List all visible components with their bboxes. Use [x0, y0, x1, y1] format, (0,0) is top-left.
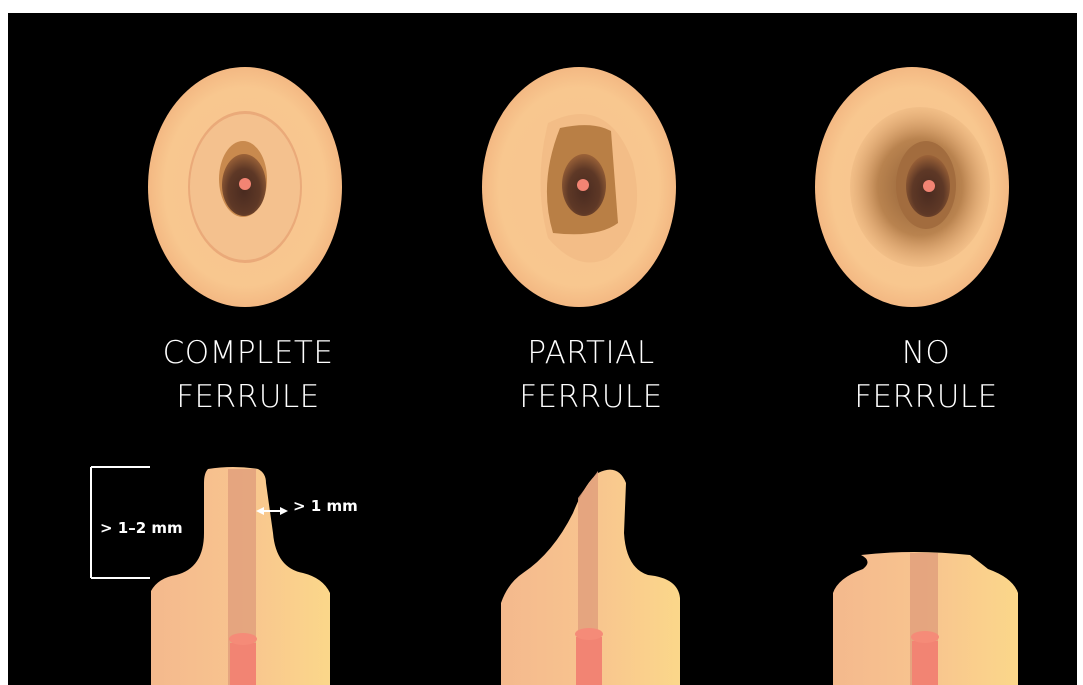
ferrule-width-dimension: > 1 mm	[293, 497, 358, 515]
partial-ferrule-label: PARTIAL FERRULE	[441, 331, 741, 419]
complete-ferrule-label: COMPLETE FERRULE	[98, 331, 398, 419]
partial-ferrule-top-view	[482, 67, 676, 307]
no-ferrule-label-line2: FERRULE	[776, 375, 1076, 419]
complete-ferrule-label-line2: FERRULE	[98, 375, 398, 419]
no-ferrule-top-view	[815, 67, 1009, 307]
complete-ferrule-label-line1: COMPLETE	[98, 331, 398, 375]
partial-ferrule-label-line1: PARTIAL	[441, 331, 741, 375]
partial-ferrule-label-line2: FERRULE	[441, 375, 741, 419]
ferrule-height-dimension: > 1–2 mm	[100, 519, 183, 537]
partial-ferrule-side-view	[501, 470, 680, 685]
complete-ferrule-top-view	[148, 67, 342, 307]
no-ferrule-label: NO FERRULE	[776, 331, 1076, 419]
no-ferrule-side-view	[833, 552, 1018, 685]
no-ferrule-label-line1: NO	[776, 331, 1076, 375]
ferrule-diagram: COMPLETE FERRULE PARTIAL FERRULE NO FERR…	[8, 13, 1077, 685]
